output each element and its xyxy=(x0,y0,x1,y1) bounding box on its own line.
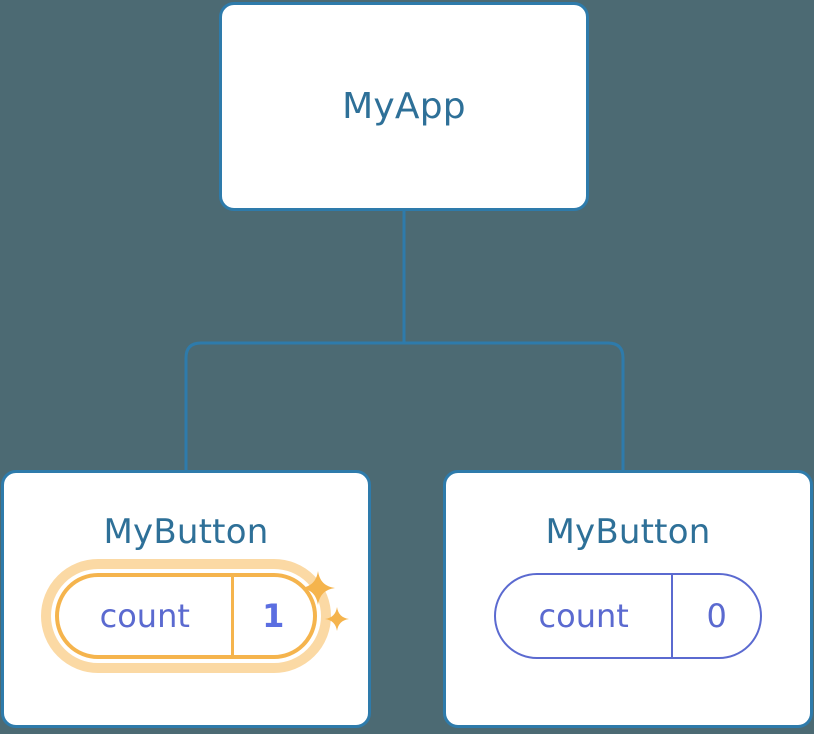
state-value: 1 xyxy=(262,597,285,635)
node-mybutton-right[interactable]: MyButton count 0 xyxy=(443,470,813,728)
state-value: 0 xyxy=(706,597,727,635)
node-title: MyApp xyxy=(342,85,466,127)
state-pill-highlighted[interactable]: count 1 xyxy=(55,573,317,659)
state-pill-wrapper: count 0 xyxy=(494,573,762,659)
node-myapp[interactable]: MyApp xyxy=(219,2,589,211)
state-key: count xyxy=(496,575,674,657)
state-pill-wrapper: count 1 xyxy=(41,559,349,673)
state-pill[interactable]: count 0 xyxy=(494,573,762,659)
connector-child-bus xyxy=(184,341,625,470)
sparkle-icon xyxy=(325,607,349,631)
node-title: MyButton xyxy=(103,512,269,552)
node-mybutton-left[interactable]: MyButton count 1 xyxy=(1,470,371,728)
node-title: MyButton xyxy=(545,512,711,552)
state-key: count xyxy=(59,577,234,655)
